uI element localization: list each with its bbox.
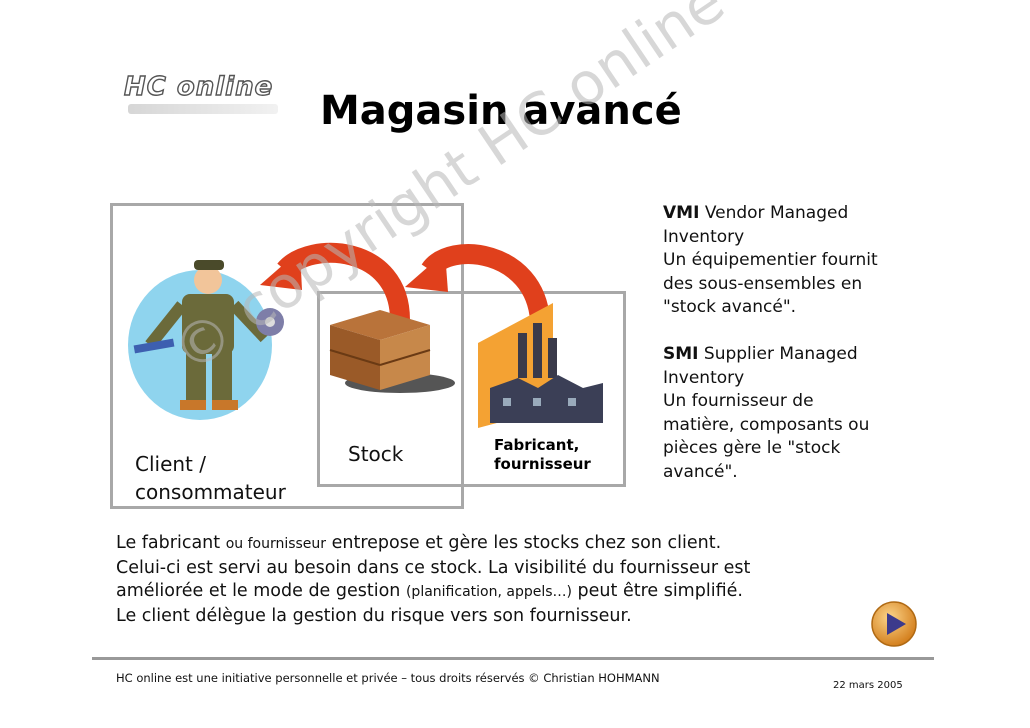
smi-desc-4: avancé". xyxy=(663,461,738,482)
vmi-name-1: Vendor Managed xyxy=(704,203,849,223)
para-line-3: améliorée et le mode de gestion (planifi… xyxy=(116,581,743,601)
hc-online-logo: HC online xyxy=(120,70,285,122)
factory-illustration-icon xyxy=(478,303,603,428)
vmi-name-2: Inventory xyxy=(663,226,745,247)
footer-divider xyxy=(92,657,934,660)
smi-name-1: Supplier Managed xyxy=(703,344,858,364)
footer-copyright: HC online est une initiative personnelle… xyxy=(116,671,660,685)
vmi-acronym: VMI xyxy=(663,203,700,223)
definitions-block: VMI Vendor Managed Inventory Un équipeme… xyxy=(663,202,923,484)
flow-arrows xyxy=(260,242,550,322)
supplier-label-line1: Fabricant, xyxy=(494,436,580,454)
logo-underline xyxy=(128,104,278,114)
para-line-1: Le fabricant ou fournisseur entrepose et… xyxy=(116,533,722,553)
client-label: Client / consommateur xyxy=(135,450,286,506)
smi-title: SMI Supplier Managed xyxy=(663,343,923,367)
supplier-label-line2: fournisseur xyxy=(494,455,591,473)
smi-acronym: SMI xyxy=(663,344,699,364)
logo-text: HC online xyxy=(123,71,274,102)
page-title: Magasin avancé xyxy=(320,88,682,134)
arrowhead-stock xyxy=(405,252,448,292)
stock-supplier-box xyxy=(317,291,626,487)
description-paragraph: Le fabricant ou fournisseur entrepose et… xyxy=(116,532,750,628)
smi-desc-3: pièces gère le "stock xyxy=(663,438,841,458)
para-line-2: Celui-ci est servi au besoin dans ce sto… xyxy=(116,557,751,578)
client-stock-box xyxy=(110,203,464,509)
worker-illustration-icon xyxy=(128,260,284,420)
arrowhead-client xyxy=(260,250,302,290)
vmi-desc-3: "stock avancé". xyxy=(663,297,797,317)
para-line-4: Le client délègue la gestion du risque v… xyxy=(116,605,632,626)
smi-desc-2: matière, composants ou xyxy=(663,414,870,435)
vmi-desc-2: des sous-ensembles en xyxy=(663,273,863,294)
smi-desc-1: Un fournisseur de xyxy=(663,391,814,411)
client-label-line1: Client / xyxy=(135,452,206,476)
smi-name-2: Inventory xyxy=(663,367,745,388)
vmi-title: VMI Vendor Managed xyxy=(663,202,923,226)
vmi-desc-1: Un équipementier fournit xyxy=(663,250,878,270)
crate-illustration-icon xyxy=(329,310,455,393)
client-label-line2: consommateur xyxy=(135,480,286,504)
supplier-label: Fabricant, fournisseur xyxy=(494,436,591,474)
play-icon[interactable] xyxy=(870,600,918,648)
stock-label: Stock xyxy=(348,442,404,466)
footer-date: 22 mars 2005 xyxy=(833,680,903,691)
next-slide-button[interactable] xyxy=(870,600,918,648)
